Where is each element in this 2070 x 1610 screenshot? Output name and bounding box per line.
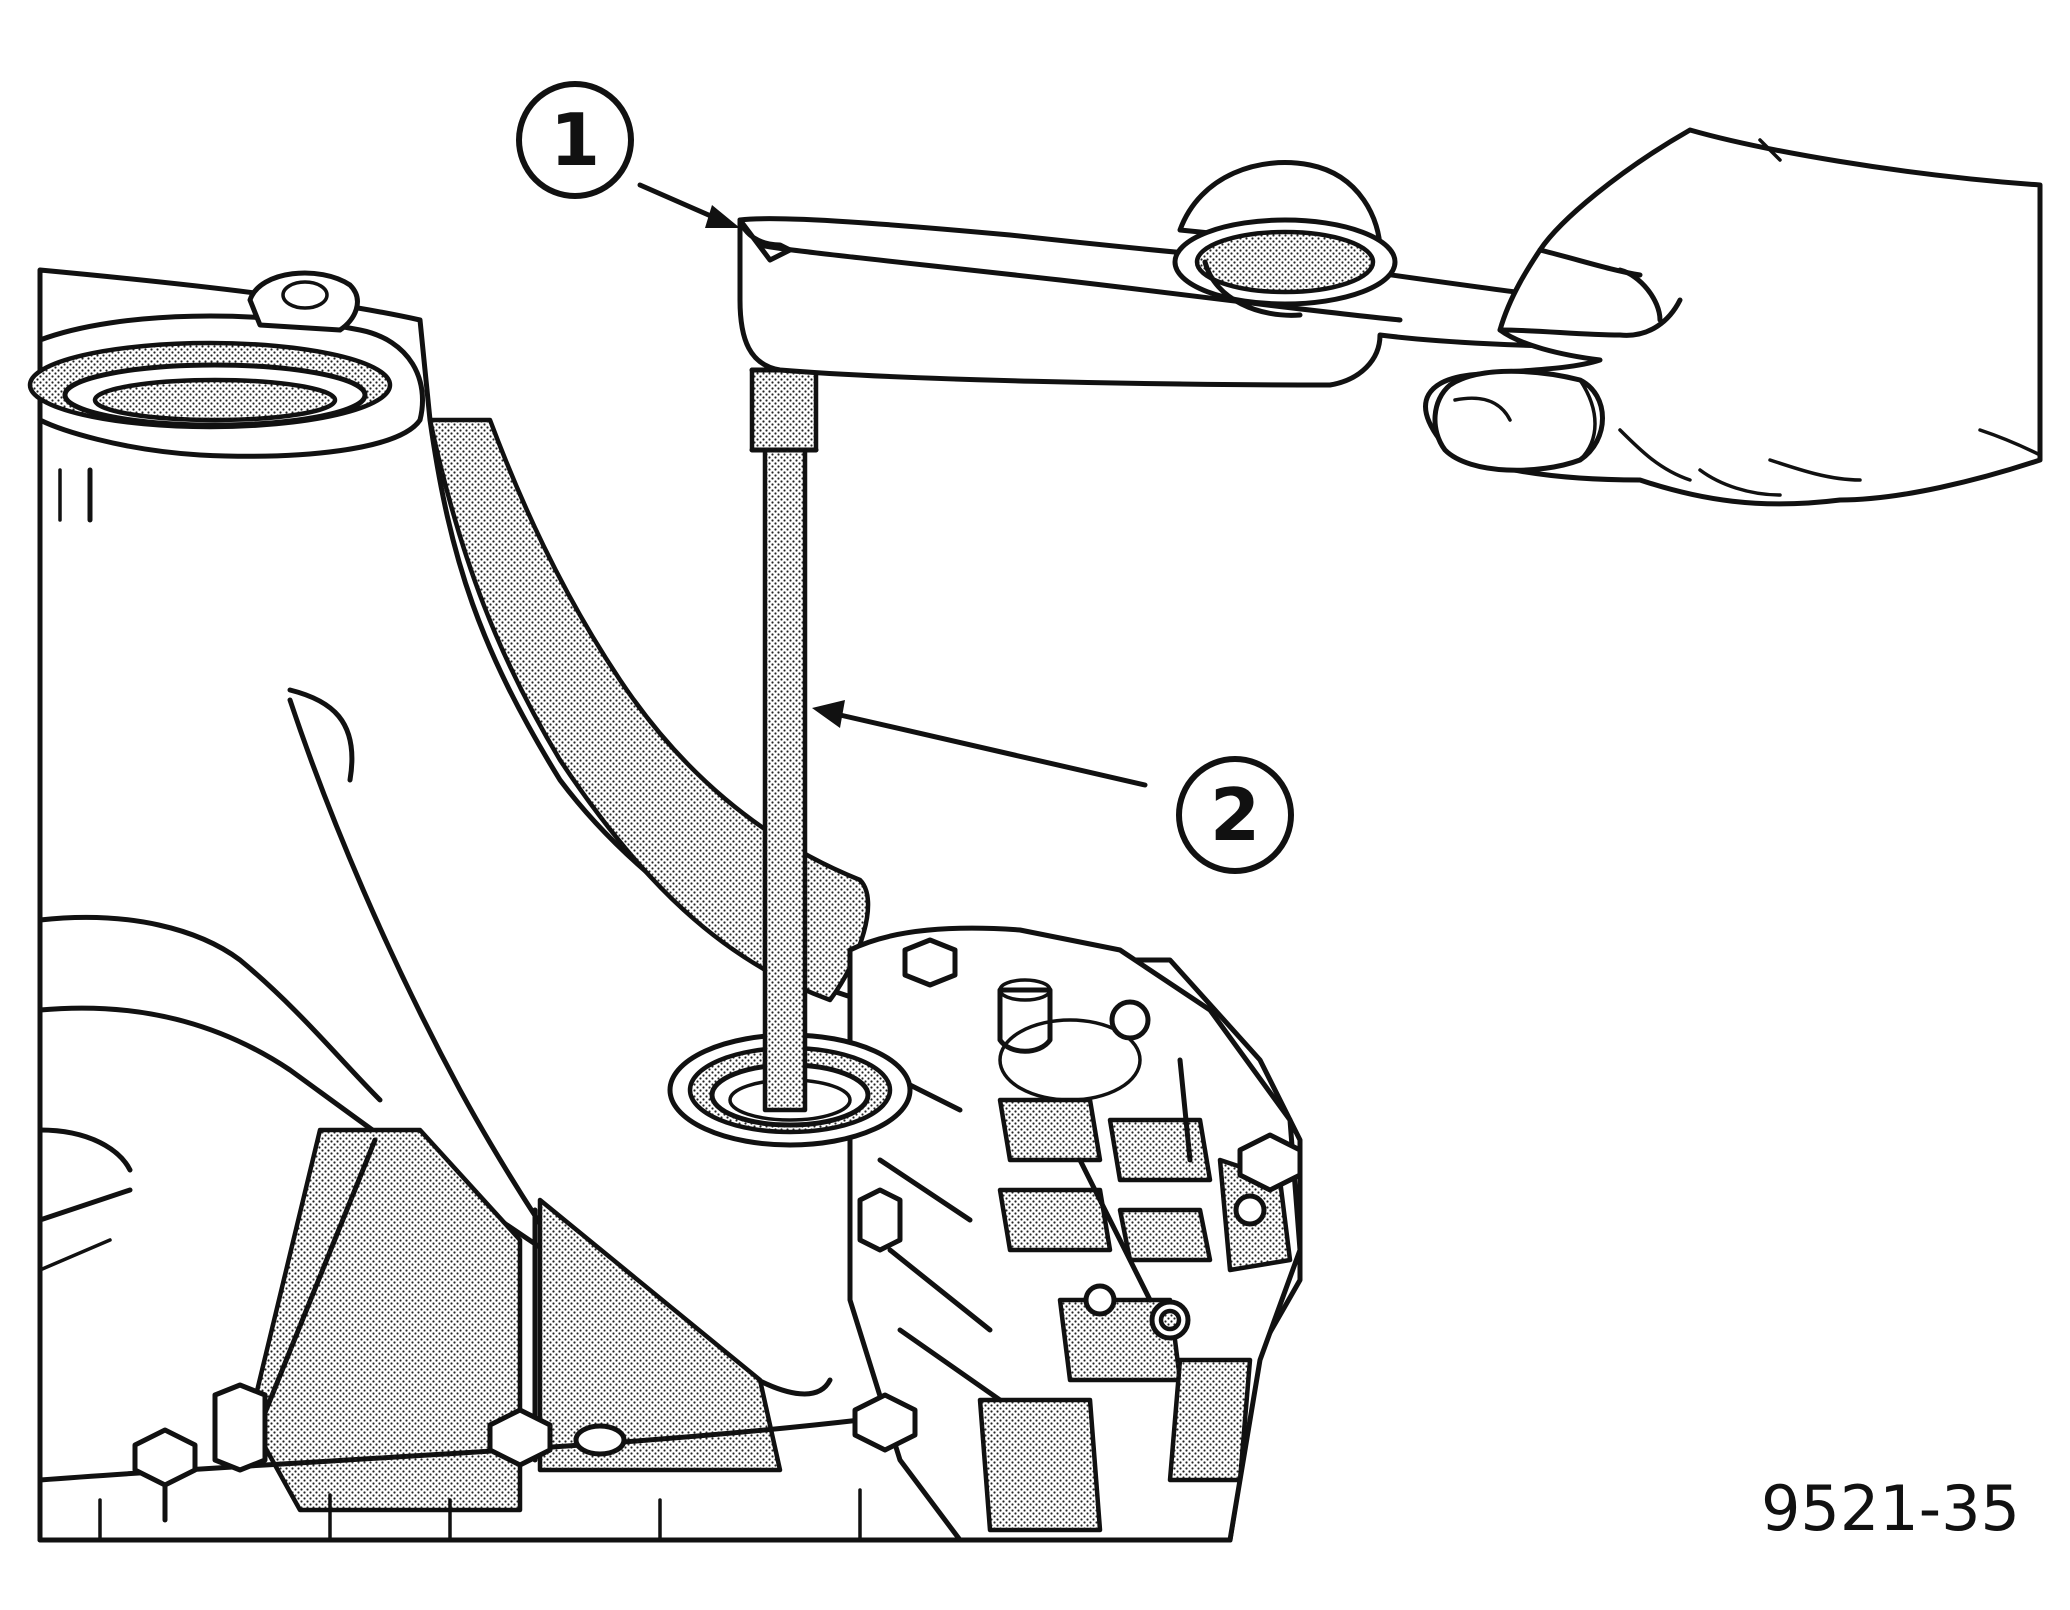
valve-body: [847, 925, 1303, 1543]
bolts: [132, 937, 1303, 1523]
wrench: [737, 160, 1653, 388]
callout-2-label: 2: [1210, 773, 1260, 857]
hand: [1423, 127, 2043, 507]
bolt: [857, 1187, 903, 1253]
bolt: [573, 1423, 627, 1457]
bolt: [132, 1427, 198, 1523]
bolt: [1237, 1132, 1303, 1193]
callout-2: 2: [1176, 756, 1294, 874]
bolt: [212, 1382, 268, 1473]
figure-id: 9521-35: [1761, 1472, 2020, 1545]
bolt: [902, 937, 958, 988]
leader-arrowhead: [705, 205, 740, 228]
leader-arrowhead: [812, 700, 845, 728]
callout-1: 1: [516, 81, 634, 199]
callout-1-label: 1: [550, 98, 600, 182]
callout-leaders: [637, 182, 1148, 788]
bolt: [852, 1392, 918, 1453]
bolt: [487, 1407, 553, 1468]
